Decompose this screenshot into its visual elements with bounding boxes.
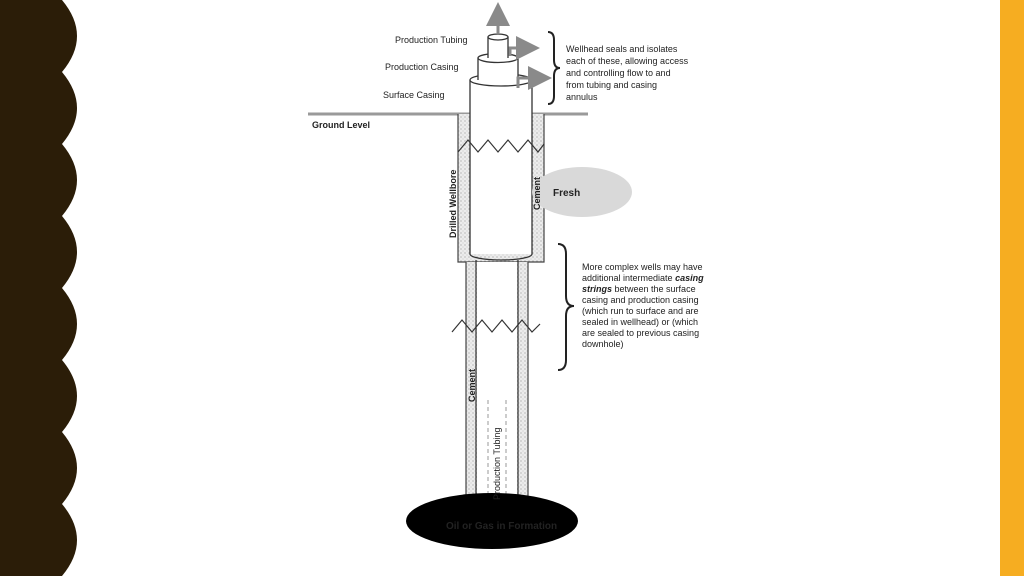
wellhead-note-line-5: annulus: [566, 92, 598, 102]
formation-ellipse: [406, 493, 578, 549]
wellhead-note-line-4: from tubing and casing: [566, 80, 657, 90]
casing-strings-brace: [557, 243, 575, 371]
lower-break-zigzag: [451, 319, 541, 333]
casing-annulus-flow-arrow: [508, 36, 540, 60]
surface-casing-label: Surface Casing: [383, 90, 445, 100]
casing-note-line-3-normal: between the surface: [612, 284, 696, 294]
fresh-label: Fresh: [553, 188, 580, 199]
upper-break-zigzag: [457, 139, 545, 153]
casing-note-line-3: strings between the surface: [582, 284, 696, 294]
production-tubing-label: Production Tubing: [395, 35, 468, 45]
casing-note-line-6: sealed in wellhead) or (which: [582, 317, 698, 327]
drilled-wellbore-label: Drilled Wellbore: [448, 170, 458, 238]
wellhead-note-line-1: Wellhead seals and isolates: [566, 44, 678, 54]
casing-note-line-5: (which run to surface and are: [582, 306, 699, 316]
fresh-water-ellipse: [532, 167, 632, 217]
production-tubing-lower: [475, 260, 519, 510]
ground-level-group: Ground Level: [308, 112, 588, 130]
casing-note-line-8: downhole): [582, 339, 624, 349]
wellhead-note-line-2: each of these, allowing access: [566, 56, 689, 66]
casing-note-line-2-emph: casing: [675, 273, 704, 283]
casing-note-line-3-emph: strings: [582, 284, 612, 294]
casing-note-line-2: additional intermediate casing: [582, 273, 704, 283]
casing-note-line-4: casing and production casing: [582, 295, 699, 305]
surface-casing: [469, 73, 533, 261]
formation-label: Oil or Gas in Formation: [446, 521, 557, 532]
casing-strings-note: More complex wells may have additional i…: [582, 262, 704, 349]
wellhead-note: Wellhead seals and isolates each of thes…: [566, 44, 689, 102]
ground-level-label: Ground Level: [312, 120, 370, 130]
cement-upper-label: Cement: [532, 177, 542, 210]
flow-arrows: [486, 2, 552, 90]
production-casing-label: Production Casing: [385, 62, 459, 72]
casing-note-line-1: More complex wells may have: [582, 262, 703, 272]
surface-annulus-flow-arrow: [516, 66, 552, 90]
production-tubing-top: [487, 33, 509, 58]
wavy-border-shape: [0, 0, 77, 576]
casing-note-line-2-normal: additional intermediate: [582, 273, 675, 283]
right-accent-bar: [1000, 0, 1024, 576]
left-decorative-border: [0, 0, 77, 576]
wellhead-note-line-3: and controlling flow to and: [566, 68, 671, 78]
production-tubing-vertical-label: Production Tubing: [492, 427, 502, 500]
casing-note-line-7: are sealed to previous casing: [582, 328, 699, 338]
cement-lower-label: Cement: [467, 369, 477, 402]
wellhead-brace: [547, 31, 561, 105]
